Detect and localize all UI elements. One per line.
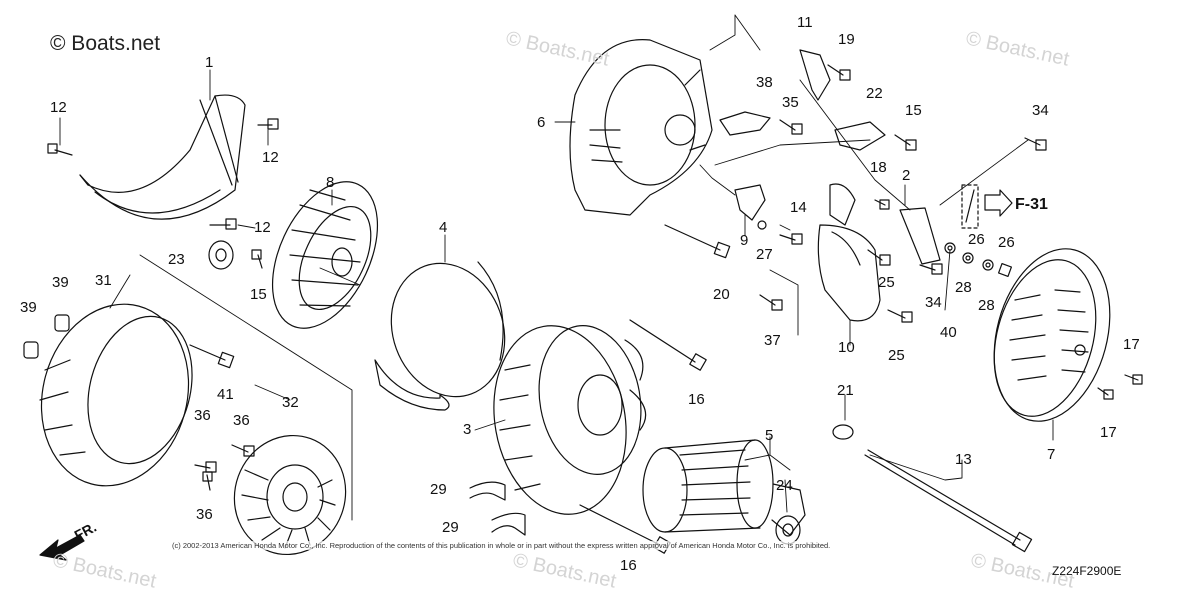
callout-21: 21: [837, 382, 854, 399]
through-bolt-part: [864, 449, 1033, 553]
bolt-16-part: [579, 319, 707, 554]
callout-32: 32: [282, 394, 299, 411]
callout-25: 25: [878, 274, 895, 291]
flywheel-part: [271, 181, 379, 329]
bolt-41-part: [189, 344, 235, 369]
diagram-code: Z224F2900E: [1052, 564, 1122, 578]
callout-1: 1: [205, 54, 214, 71]
fan-cover-part: [79, 94, 246, 220]
callout-39: 39: [20, 299, 37, 316]
callout-18: 18: [870, 159, 887, 176]
callout-34: 34: [925, 294, 942, 311]
callout-31: 31: [95, 272, 112, 289]
small-fastener-parts: [47, 64, 1143, 491]
callout-6: 6: [537, 114, 546, 131]
callout-26: 26: [968, 231, 985, 248]
callout-3: 3: [463, 421, 472, 438]
stator-band-part: [374, 261, 506, 411]
callout-29: 29: [430, 481, 447, 498]
callout-36: 36: [196, 506, 213, 523]
callout-37: 37: [764, 332, 781, 349]
callout-12: 12: [262, 149, 279, 166]
callout-40: 40: [940, 324, 957, 341]
callout-5: 5: [765, 427, 774, 444]
callout-39: 39: [52, 274, 69, 291]
callout-17: 17: [1100, 424, 1117, 441]
callout-7: 7: [1047, 446, 1056, 463]
callout-17: 17: [1123, 336, 1140, 353]
grommet-39-parts: [23, 314, 70, 359]
washer-bearing-parts: [208, 240, 854, 545]
rectifier-cover-part: [817, 224, 881, 322]
callout-38: 38: [756, 74, 773, 91]
callout-10: 10: [838, 339, 855, 356]
callout-4: 4: [439, 219, 448, 236]
callout-12: 12: [254, 219, 271, 236]
callout-16: 16: [620, 557, 637, 574]
callout-14: 14: [790, 199, 807, 216]
leader-lines: [59, 14, 1054, 521]
callout-41: 41: [217, 386, 234, 403]
stator-part: [493, 325, 647, 515]
callout-13: 13: [955, 451, 972, 468]
callout-34: 34: [1032, 102, 1049, 119]
callout-26: 26: [998, 234, 1015, 251]
clamp-29-parts: [469, 481, 526, 536]
cooling-fan-part: [233, 434, 347, 556]
front-direction-arrow-icon: [39, 534, 85, 561]
rear-housing-part: [569, 39, 713, 216]
callout-15: 15: [250, 286, 267, 303]
callout-28: 28: [978, 297, 995, 314]
callout-19: 19: [838, 31, 855, 48]
callout-23: 23: [168, 251, 185, 268]
callout-9: 9: [740, 232, 749, 249]
callout-25: 25: [888, 347, 905, 364]
front-housing-part: [39, 303, 193, 487]
callout-8: 8: [326, 174, 335, 191]
callout-12: 12: [50, 99, 67, 116]
bracket-parts: [719, 49, 941, 265]
ref-label-f31: F-31: [1015, 196, 1048, 213]
callout-20: 20: [713, 286, 730, 303]
watermark-main: © Boats.net: [50, 32, 161, 55]
callout-15: 15: [905, 102, 922, 119]
callout-24: 24: [776, 477, 793, 494]
callout-35: 35: [782, 94, 799, 111]
callout-36: 36: [233, 412, 250, 429]
callout-22: 22: [866, 85, 883, 102]
callout-2: 2: [902, 167, 911, 184]
callout-36: 36: [194, 407, 211, 424]
callout-11: 11: [797, 14, 813, 31]
copyright-notice: (c) 2002-2013 American Honda Motor Co., …: [172, 541, 831, 550]
bolt-20-part: [664, 224, 731, 259]
rotor-part: [642, 439, 806, 536]
callout-27: 27: [756, 246, 773, 263]
end-cover-part: [993, 248, 1111, 422]
ref-arrow-icon: [961, 184, 1013, 229]
callout-28: 28: [955, 279, 972, 296]
callout-29: 29: [442, 519, 459, 536]
callout-16: 16: [688, 391, 705, 408]
